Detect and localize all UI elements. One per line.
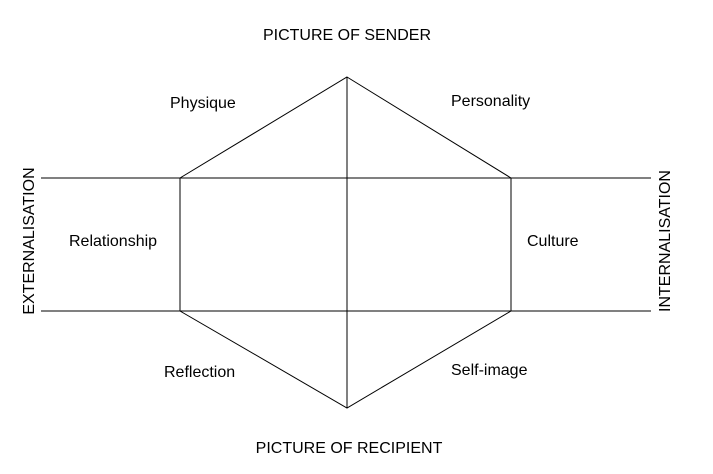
facet-culture-label: Culture <box>527 233 579 250</box>
bottom-axis-label: PICTURE OF RECIPIENT <box>255 440 443 457</box>
left-axis-label: EXTERNALISATION <box>21 167 38 315</box>
facet-relationship-label: Relationship <box>69 233 158 250</box>
right-axis-label: INTERNALISATION <box>657 170 674 312</box>
facet-self-image-label: Self-image <box>451 362 528 379</box>
facet-physique-label: Physique <box>170 95 236 112</box>
facet-personality-label: Personality <box>451 93 531 110</box>
prism-hexagon <box>179 76 512 409</box>
top-axis-label: PICTURE OF SENDER <box>262 27 431 44</box>
facet-reflection-label: Reflection <box>164 364 236 381</box>
